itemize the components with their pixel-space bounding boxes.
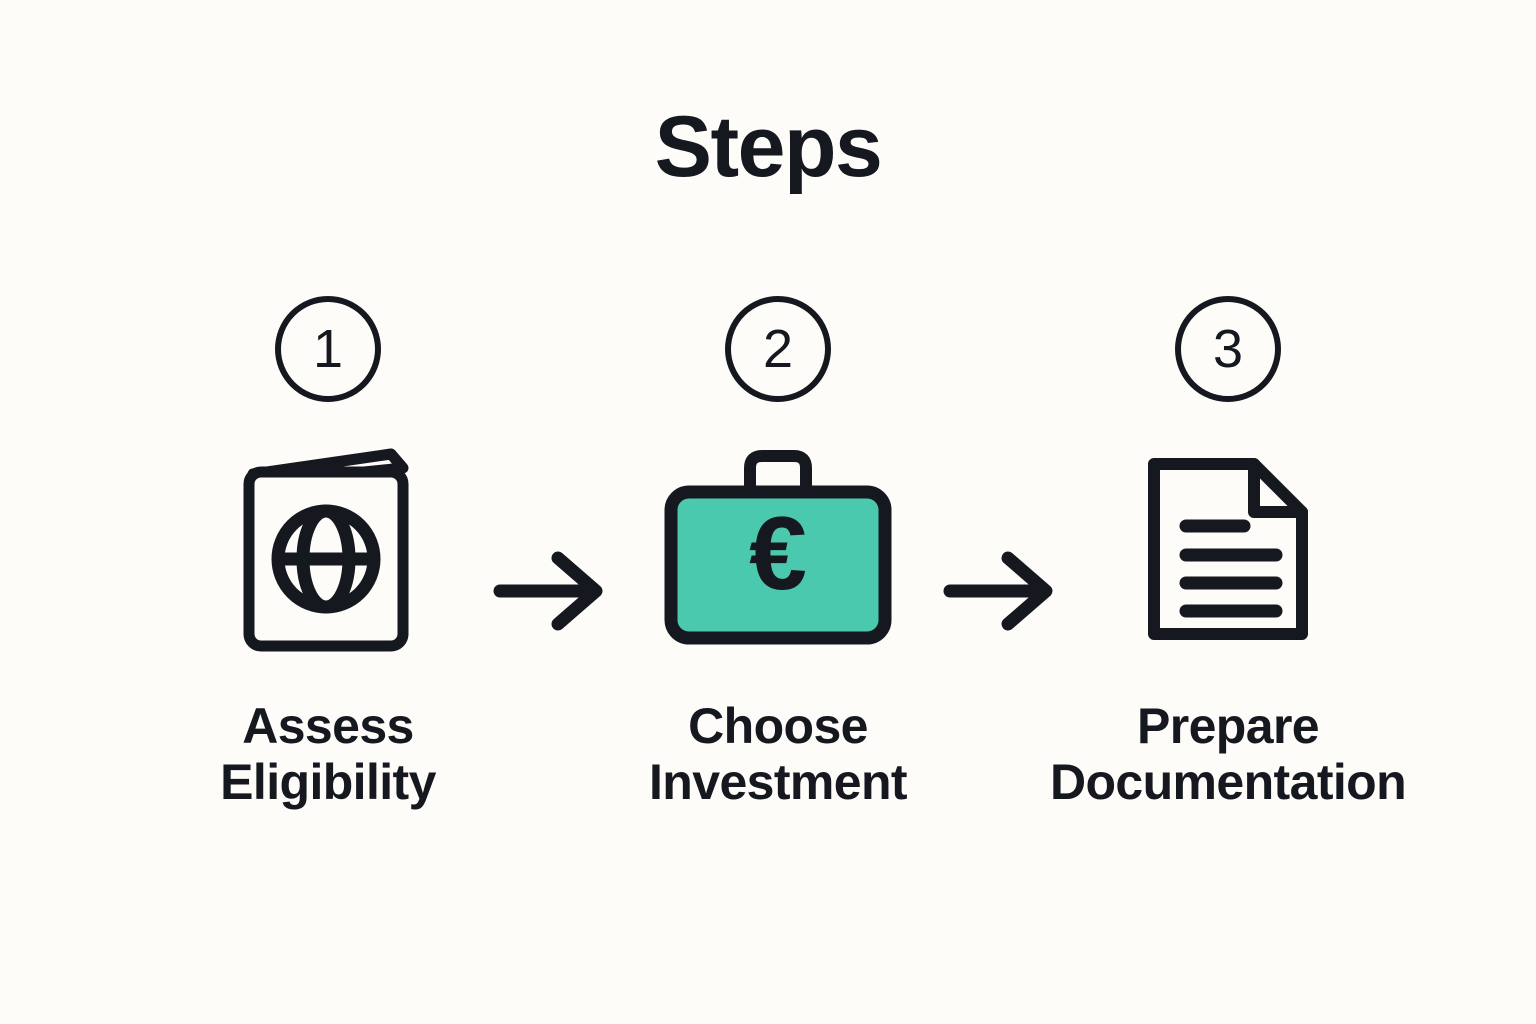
step-1[interactable]: 1 Assess Eligibility [178,296,478,810]
page-title: Steps [654,99,883,195]
step-icon-2: € [653,442,903,656]
step-3[interactable]: 3 Prepare Documentation [1050,296,1407,810]
document-lines-icon [1148,458,1308,640]
passport-globe-icon [243,448,409,652]
step-number-badge-1: 1 [275,296,381,402]
arrow-2-to-3 [938,546,1068,636]
steps-flow: 1 Assess Eligibility [178,296,1407,810]
step-2[interactable]: 2 € Choose Investment [628,296,928,810]
step-icon-1 [233,442,423,656]
step-icon-3 [1128,442,1328,656]
arrow-right-icon [943,551,1053,631]
briefcase-euro-icon: € [664,450,892,645]
arrow-right-icon [493,551,603,631]
step-label-3: Prepare Documentation [1049,698,1407,810]
step-number-badge-2: 2 [725,296,831,402]
step-label-2: Choose Investment [649,698,908,810]
arrow-1-to-2 [488,546,618,636]
step-number-badge-3: 3 [1175,296,1281,402]
step-label-1: Assess Eligibility [220,698,436,810]
euro-symbol: € [749,496,807,612]
